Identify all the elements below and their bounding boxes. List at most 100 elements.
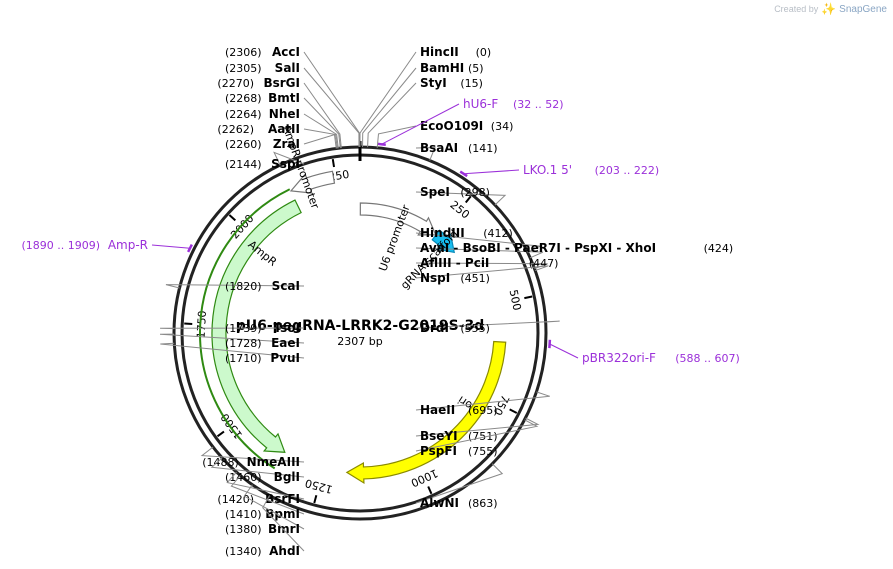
site-leader-line [303, 128, 338, 149]
site-position-label: (412) [483, 227, 513, 240]
site-name-label: DrdI [420, 321, 449, 335]
site-leader-line [415, 391, 550, 411]
primer-mark[interactable] [187, 244, 193, 253]
site-leader-line [415, 247, 544, 259]
site-leader-line [159, 333, 305, 344]
site-position-label: (2305) [225, 62, 262, 75]
ori-feature[interactable] [345, 340, 507, 485]
primer-leader-line [549, 343, 579, 359]
site-name-label: BmrI [268, 522, 300, 536]
primer-range-label: (1890 .. 1909) [21, 239, 100, 252]
site-position-label: (755) [468, 445, 498, 458]
ampr-feature[interactable] [211, 199, 302, 453]
site-position-label: (2270) [217, 77, 254, 90]
site-leader-line [200, 446, 305, 463]
snapgene-logo-icon: ✨ [821, 2, 837, 16]
site-position-label: (2268) [225, 92, 262, 105]
site-name-label: BsrGI [263, 76, 300, 90]
ruler-label: 250 [448, 198, 473, 221]
site-position-label: (1820) [225, 280, 262, 293]
site-name-label: AlwNI [420, 496, 459, 510]
ruler-tick [331, 158, 336, 168]
site-leader-line [362, 67, 417, 148]
primer-name-label: Amp-R [108, 238, 148, 252]
primer-leader-line [151, 244, 190, 249]
site-name-label: AhdI [269, 544, 300, 558]
site-name-label: NspI [420, 271, 450, 285]
plasmid-name: pU6-pegRNA-LRRK2-G2019S-3d [236, 318, 485, 334]
ruler-tick [313, 494, 318, 504]
plasmid-length: 2307 bp [337, 335, 382, 348]
site-position-label: (34) [491, 120, 514, 133]
site-position-label: (1460) [225, 471, 262, 484]
site-position-label: (141) [468, 142, 498, 155]
site-position-label: (695) [468, 404, 498, 417]
site-position-label: (0) [476, 46, 492, 59]
site-leader-line [303, 67, 360, 148]
site-name-label: BseYI [420, 429, 458, 443]
site-name-label: AflIII - PciI [420, 256, 489, 270]
ruler-tick [509, 408, 518, 414]
site-leader-line [359, 51, 417, 147]
site-position-label: (1380) [225, 523, 262, 536]
primer-mark[interactable] [459, 170, 468, 178]
site-leader-line [415, 147, 436, 161]
primer-mark[interactable] [377, 142, 386, 147]
site-leader-line [376, 125, 417, 148]
site-position-label: (2262) [217, 123, 254, 136]
site-position-label: (15) [460, 77, 483, 90]
site-name-label: AccI [272, 45, 300, 59]
site-leader-line [303, 82, 342, 148]
primer-name-label: hU6-F [463, 97, 498, 111]
ruler-label: 500 [507, 288, 524, 311]
site-position-label: (1710) [225, 352, 262, 365]
site-position-label: (1728) [225, 337, 262, 350]
site-name-label: BamHI [420, 61, 464, 75]
ruler-tick [427, 486, 433, 495]
site-leader-line [415, 232, 543, 253]
site-position-label: (451) [460, 272, 490, 285]
primer-leader-line [463, 169, 520, 175]
site-name-label: AvaI - BsoBI - PaeR7I - PspXI - XhoI [420, 241, 656, 255]
site-leader-line [303, 133, 337, 149]
site-leader-line [415, 463, 504, 504]
site-position-label: (2144) [225, 158, 262, 171]
watermark-brand: SnapGene [839, 3, 887, 15]
site-name-label: TsoI [274, 321, 300, 335]
primer-range-label: (32 .. 52) [513, 98, 564, 111]
site-leader-line [243, 484, 305, 530]
site-position-label: (863) [468, 497, 498, 510]
site-name-label: HincII [420, 45, 459, 59]
site-name-label: AatII [268, 122, 300, 136]
site-position-label: (1739) [225, 322, 262, 335]
site-leader-line [165, 284, 305, 289]
site-position-label: (555) [460, 322, 490, 335]
site-position-label: (1410) [225, 508, 262, 521]
primer-name-label: LKO.1 5' [523, 163, 572, 177]
site-leader-line [303, 51, 360, 148]
site-leader-line [415, 191, 507, 206]
site-name-label: BsaAI [420, 141, 458, 155]
site-name-label: BmtI [268, 91, 300, 105]
site-name-label: BsrFI [265, 492, 300, 506]
site-name-label: PspFI [420, 444, 457, 458]
site-leader-line [303, 97, 341, 149]
site-position-label: (424) [704, 242, 734, 255]
primer-leader-line [381, 103, 460, 145]
site-position-label: (2264) [225, 108, 262, 121]
site-name-label: StyI [420, 76, 447, 90]
site-position-label: (1340) [225, 545, 262, 558]
ampr-promoter-feature[interactable] [289, 170, 336, 194]
site-leader-line [262, 495, 305, 552]
site-name-label: BpmI [265, 507, 300, 521]
ruler-tick [216, 430, 225, 438]
site-position-label: (751) [468, 430, 498, 443]
primer-range-label: (203 .. 222) [595, 164, 660, 177]
site-position-label: (1420) [217, 493, 254, 506]
ruler-label: 1750 [194, 310, 208, 339]
site-position-label: (2306) [225, 46, 262, 59]
ruler-tick [524, 295, 533, 300]
site-position-label: (5) [468, 62, 484, 75]
watermark-prefix: Created by [774, 4, 819, 14]
site-name-label: NmeAIII [247, 455, 300, 469]
